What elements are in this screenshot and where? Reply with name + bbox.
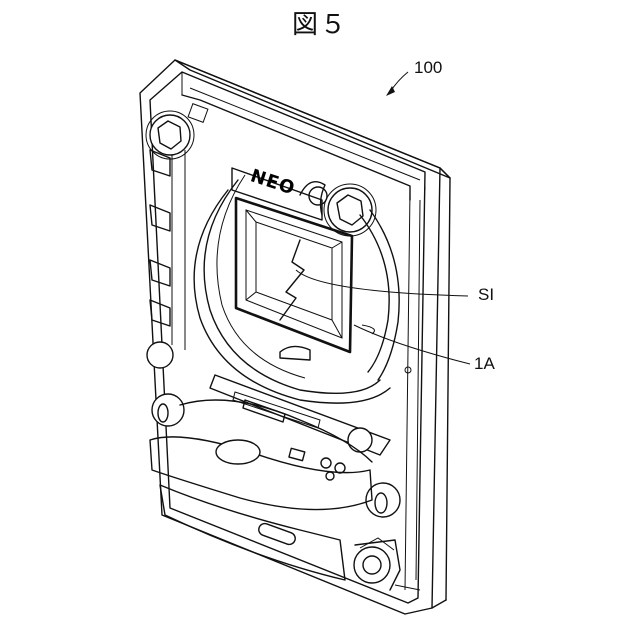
lower-panel (160, 485, 345, 580)
ref-label-100: 100 (414, 58, 442, 78)
ref-label-si: SI (478, 285, 494, 305)
left-ribs (150, 150, 185, 350)
top-rail (182, 88, 420, 200)
handle-knob (354, 538, 420, 590)
top-left-bolt (146, 111, 194, 159)
right-lower-bolts (348, 367, 411, 517)
left-lower-bolts (147, 342, 184, 426)
ref-label-1a: 1A (474, 354, 495, 374)
